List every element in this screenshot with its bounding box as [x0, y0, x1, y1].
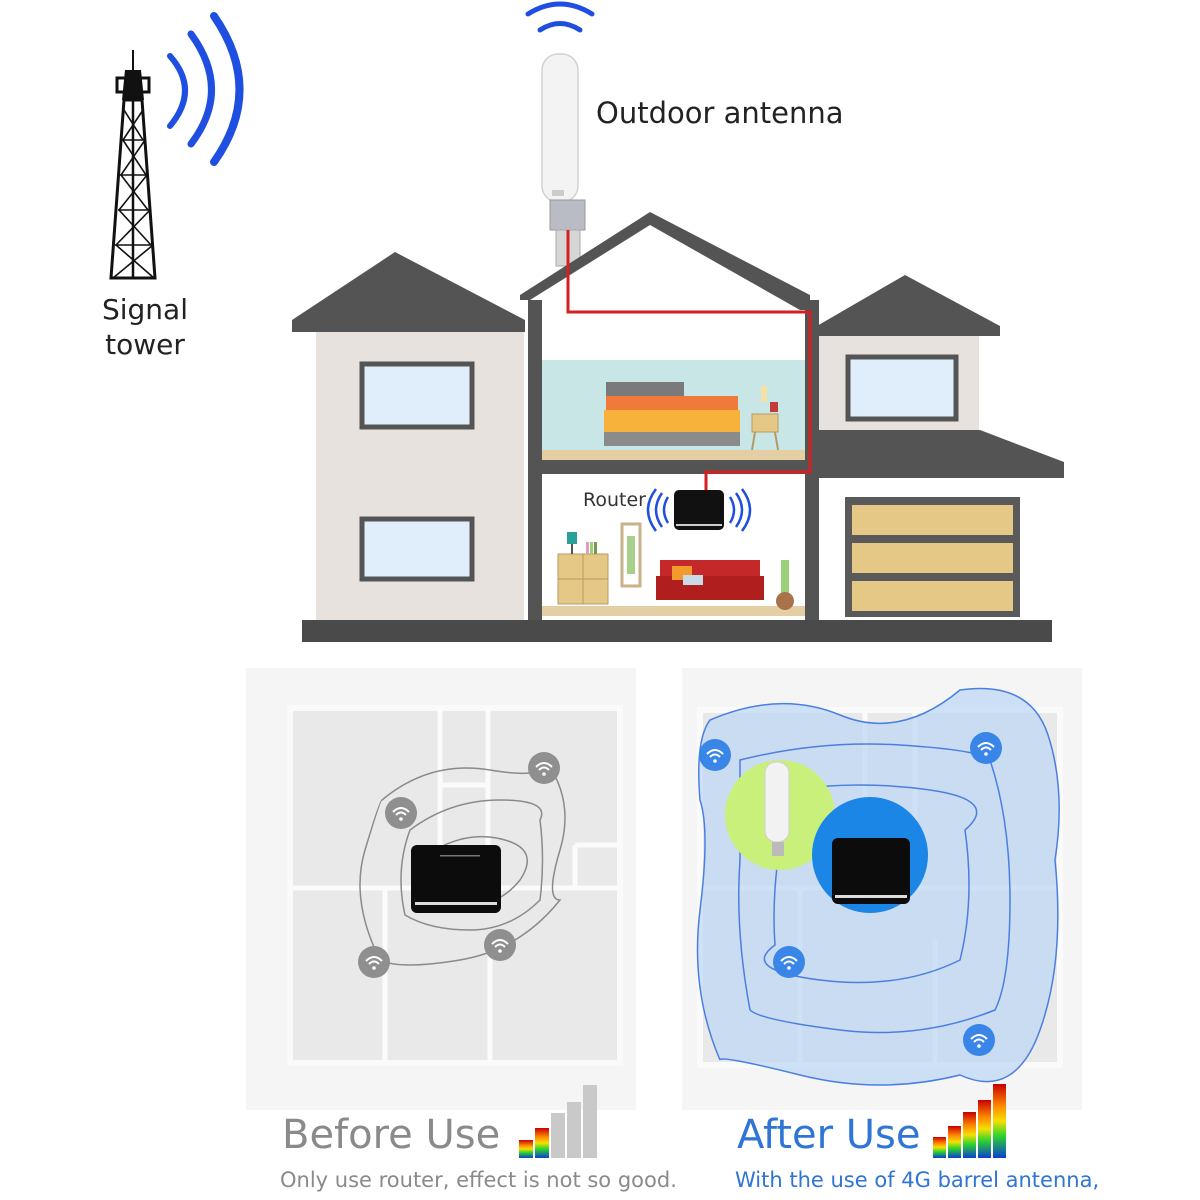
after-use-title: After Use — [737, 1112, 921, 1158]
router-icon — [832, 838, 910, 904]
outdoor-antenna-icon — [541, 53, 586, 267]
signal-tower-label-line1: Signal — [101, 293, 188, 326]
signal-tower-icon — [109, 50, 157, 280]
house — [292, 212, 1064, 642]
before-use-caption: Only use router, effect is not so good. — [280, 1168, 677, 1192]
wifi-icon — [484, 929, 516, 961]
wifi-icon — [528, 752, 560, 784]
wifi-icon — [385, 797, 417, 829]
wifi-icon — [970, 732, 1002, 764]
wifi-icon — [963, 1024, 995, 1056]
router-label: Router — [583, 489, 646, 511]
after-signal-bars-icon — [933, 1084, 1006, 1158]
router-icon — [411, 845, 501, 913]
wifi-icon — [699, 739, 731, 771]
before-use-title: Before Use — [282, 1112, 501, 1158]
antenna-cable — [566, 230, 812, 490]
router-icon — [674, 490, 724, 530]
after-use-caption: With the use of 4G barrel antenna, — [735, 1168, 1100, 1192]
wifi-icon — [773, 946, 805, 978]
before-signal-bars-icon — [519, 1085, 597, 1158]
barrel-antenna-icon — [764, 761, 790, 856]
wifi-icon — [358, 946, 390, 978]
after-floor-plan — [682, 668, 1082, 1110]
before-floor-plan — [246, 668, 636, 1110]
signal-tower-label: Signal tower — [100, 292, 190, 362]
outdoor-antenna-label: Outdoor antenna — [596, 96, 844, 130]
signal-waves-icon — [167, 12, 244, 166]
router-waves-icon — [646, 488, 752, 532]
antenna-signal-waves-icon — [525, 1, 595, 33]
signal-tower-label-line2: tower — [105, 328, 185, 361]
